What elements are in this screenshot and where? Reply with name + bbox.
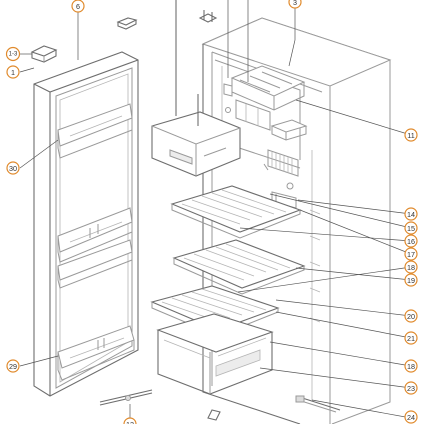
callout-20: 20: [404, 309, 418, 323]
svg-text:3: 3: [293, 0, 297, 7]
door-bin-lower: [57, 239, 133, 289]
callouts: 6 3 1-3 1 11 30 14 15 16 17 18: [5, 0, 418, 424]
svg-text:30: 30: [9, 164, 17, 173]
callout-1: 1: [6, 65, 20, 79]
svg-text:21: 21: [407, 334, 415, 343]
svg-text:1-3: 1-3: [9, 52, 18, 58]
callout-24: 24: [404, 410, 418, 424]
svg-text:20: 20: [407, 312, 415, 321]
svg-text:6: 6: [76, 2, 80, 11]
bottom-hinge-parts: [99, 389, 221, 421]
ice-tray: [270, 119, 308, 141]
callout-23: 23: [404, 381, 418, 395]
svg-text:11: 11: [407, 131, 414, 140]
freezer-flap: [151, 111, 241, 177]
freezer-evaporator: [230, 65, 306, 131]
door-bin-mid: [57, 207, 133, 263]
callout-15: 15: [404, 221, 418, 235]
svg-text:19: 19: [407, 276, 415, 285]
svg-text:24: 24: [407, 413, 415, 422]
shelf-middle: [172, 239, 306, 295]
callout-29: 29: [6, 359, 20, 373]
callout-16: 16: [404, 234, 418, 248]
callout-19: 19: [404, 273, 418, 287]
svg-text:17: 17: [407, 250, 415, 259]
cabinet-body: [201, 17, 392, 424]
callout-30: 30: [6, 161, 20, 175]
svg-text:29: 29: [9, 362, 17, 371]
svg-text:18: 18: [407, 362, 415, 371]
leader-lines: [19, 0, 412, 420]
callout-11: 11: [404, 128, 418, 142]
evaporator-fins: [267, 149, 299, 177]
callout-14: 14: [404, 207, 418, 221]
callout-21: 21: [404, 331, 418, 345]
svg-text:18: 18: [407, 263, 415, 272]
crisper-drawer: [156, 313, 274, 395]
callout-12: 12: [123, 417, 137, 424]
top-hinge-parts: [30, 10, 218, 63]
svg-text:16: 16: [407, 237, 415, 246]
svg-text:12: 12: [126, 420, 134, 424]
svg-text:1: 1: [11, 68, 15, 77]
svg-text:14: 14: [407, 210, 415, 219]
door-bin-bottom: [57, 325, 135, 381]
callout-17: 17: [404, 247, 418, 261]
callout-18-lower: 18: [404, 359, 418, 373]
door: [33, 51, 139, 397]
svg-text:23: 23: [407, 384, 415, 393]
svg-text:15: 15: [407, 224, 415, 233]
callout-3: 3: [288, 0, 302, 9]
callout-6: 6: [71, 0, 85, 13]
callout-1-3: 1-3: [5, 46, 21, 62]
callout-18: 18: [404, 260, 418, 274]
door-bin-top: [57, 103, 133, 159]
